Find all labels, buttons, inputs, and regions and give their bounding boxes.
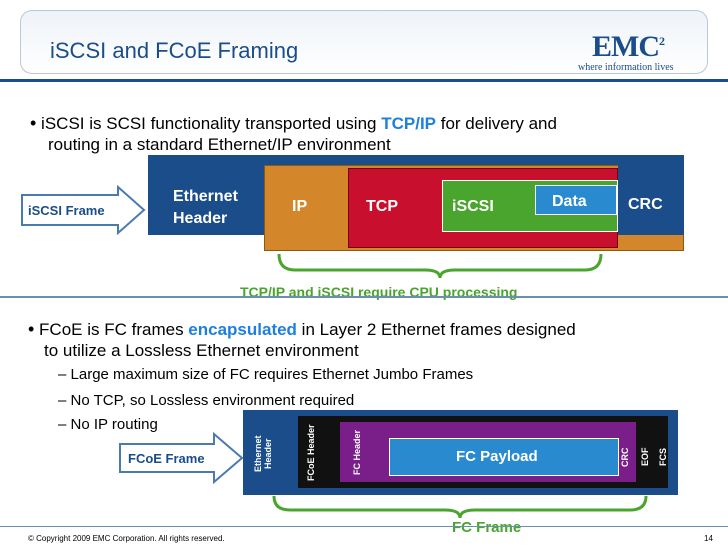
fcoe-header-label: FCoE Header xyxy=(306,424,316,482)
fc-payload-label: FC Payload xyxy=(456,448,538,465)
header-divider xyxy=(0,79,728,82)
fc-frame-note: FC Frame xyxy=(452,519,522,536)
fc-payload-segment xyxy=(389,438,619,476)
emc-logo: EMC2 xyxy=(592,30,665,63)
fcoe-ethernet-header-label: Ethernet Header xyxy=(253,435,273,473)
bullet-dot: • xyxy=(30,113,37,133)
logo-tagline: where information lives xyxy=(578,62,674,73)
fcs-label: FCS xyxy=(658,448,668,466)
tcp-label: TCP xyxy=(366,198,398,215)
iscsi-frame-arrow xyxy=(21,185,146,235)
crc-segment xyxy=(618,155,684,235)
title-panel xyxy=(20,10,708,74)
sub-bullet-jumbo: – Large maximum size of FC requires Ethe… xyxy=(58,366,474,383)
fc-frame-brace xyxy=(272,495,648,519)
bullet-iscsi-line2: routing in a standard Ethernet/IP enviro… xyxy=(48,135,391,154)
cpu-processing-brace xyxy=(277,253,603,279)
data-label: Data xyxy=(552,193,587,210)
section-divider xyxy=(0,296,728,298)
iscsi-label: iSCSI xyxy=(452,198,494,215)
sub-bullet-lossless: – No TCP, so Lossless environment requir… xyxy=(58,392,355,409)
eof-label: EOF xyxy=(640,447,650,467)
crc-label-fcoe: CRC xyxy=(620,447,630,467)
ip-label: IP xyxy=(292,198,308,215)
fc-header-label: FC Header xyxy=(352,429,362,475)
crc-label: CRC xyxy=(628,196,663,213)
bullet-dot: • xyxy=(28,319,35,339)
page-number: 14 xyxy=(704,534,713,543)
fcoe-frame-label: FCoE Frame xyxy=(128,451,205,466)
data-segment xyxy=(535,185,617,215)
iscsi-frame-label: iSCSI Frame xyxy=(28,203,105,218)
bullet-fcoe: • FCoE is FC frames encapsulated in Laye… xyxy=(28,319,576,339)
fcoe-frame-arrow xyxy=(119,432,244,484)
slide-title: iSCSI and FCoE Framing xyxy=(50,38,299,63)
bullet-iscsi: • iSCSI is SCSI functionality transporte… xyxy=(30,113,557,133)
sub-bullet-no-ip: – No IP routing xyxy=(58,416,158,433)
copyright-text: © Copyright 2009 EMC Corporation. All ri… xyxy=(28,534,225,543)
bullet-fcoe-line2: to utilize a Lossless Ethernet environme… xyxy=(44,341,359,360)
footer-divider xyxy=(0,526,728,527)
